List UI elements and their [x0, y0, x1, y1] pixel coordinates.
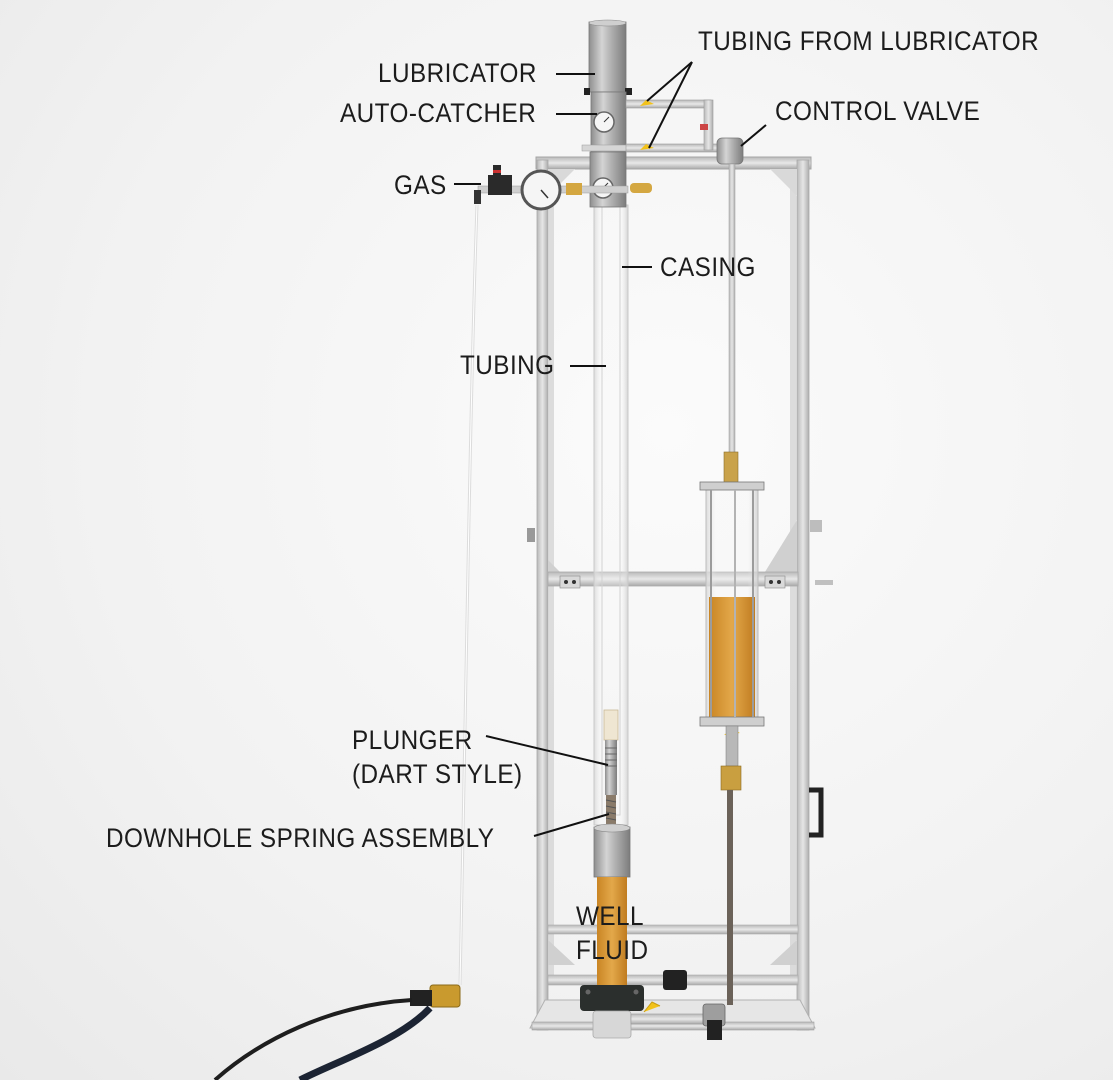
label-plunger-line2: (DART STYLE): [352, 759, 523, 789]
label-well-fluid-line2: FLUID: [576, 935, 649, 965]
label-plunger: PLUNGER (DART STYLE): [352, 723, 523, 791]
label-gas: GAS: [394, 170, 447, 200]
label-downhole-spring-assembly: DOWNHOLE SPRING ASSEMBLY: [106, 823, 495, 853]
label-tubing-from-lubricator: TUBING FROM LUBRICATOR: [698, 26, 1040, 56]
label-tubing: TUBING: [460, 350, 555, 380]
label-control-valve: CONTROL VALVE: [775, 96, 981, 126]
label-casing: CASING: [660, 252, 756, 282]
label-auto-catcher: AUTO-CATCHER: [340, 98, 537, 128]
label-well-fluid: WELL FLUID: [576, 899, 648, 967]
label-well-fluid-line1: WELL: [576, 901, 644, 931]
label-lubricator: LUBRICATOR: [378, 58, 537, 88]
label-plunger-line1: PLUNGER: [352, 725, 473, 755]
